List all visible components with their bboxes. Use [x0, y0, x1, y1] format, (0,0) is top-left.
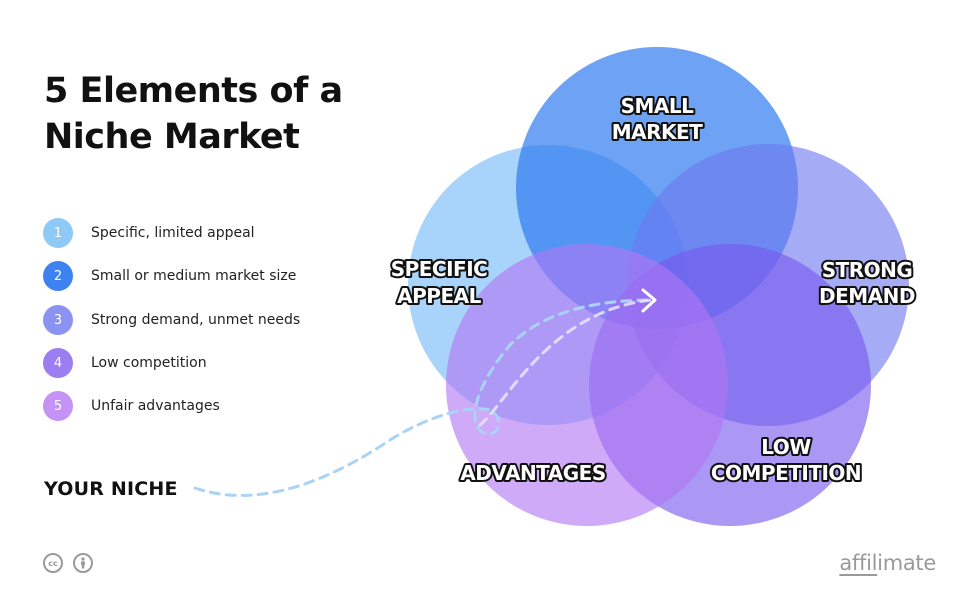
label-specific-appeal-1: SPECIFIC [391, 257, 488, 281]
page-title: 5 Elements of a Niche Market [44, 71, 343, 157]
license-icons: cc [43, 553, 93, 573]
arrow-head-icon [641, 288, 657, 313]
label-small-market-1: SMALL [621, 94, 695, 118]
legend-label-1: Specific, limited appeal [91, 225, 255, 241]
label-advantages: ADVANTAGES [460, 461, 605, 485]
label-strong-demand-2: DEMAND [819, 284, 915, 308]
niche-arrow-path [193, 298, 654, 497]
legend-item-4: 4 Low competition [43, 347, 343, 379]
label-low-competition-2: COMPETITION [711, 461, 861, 485]
legend-number-2: 2 [43, 261, 73, 291]
brand-logo-part-2: imate [877, 551, 936, 575]
legend-label-5: Unfair advantages [91, 398, 220, 414]
label-strong-demand-1: STRONG [822, 258, 913, 282]
label-small-market-2: MARKET [612, 120, 703, 144]
legend-label-2: Small or medium market size [91, 268, 297, 284]
niche-arrow-inner-path [478, 298, 654, 427]
brand-logo-part-1: affil [839, 551, 878, 575]
legend-label-4: Low competition [91, 355, 207, 371]
attribution-icon [73, 553, 93, 573]
legend-number-1: 1 [43, 218, 73, 248]
legend-item-2: 2 Small or medium market size [43, 260, 343, 292]
brand-logo: affilimate [839, 551, 936, 575]
label-low-competition-1: LOW [761, 435, 811, 459]
circle-advantages [446, 244, 728, 526]
your-niche-label: YOUR NICHE [44, 478, 178, 500]
legend-number-3: 3 [43, 305, 73, 335]
legend-item-1: 1 Specific, limited appeal [43, 217, 343, 249]
cc-icon: cc [43, 553, 63, 573]
legend-number-4: 4 [43, 348, 73, 378]
label-specific-appeal-2: APPEAL [397, 284, 481, 308]
legend-label-3: Strong demand, unmet needs [91, 312, 301, 328]
legend-item-3: 3 Strong demand, unmet needs [43, 304, 343, 336]
legend-item-5: 5 Unfair advantages [43, 390, 343, 422]
legend-number-5: 5 [43, 391, 73, 421]
